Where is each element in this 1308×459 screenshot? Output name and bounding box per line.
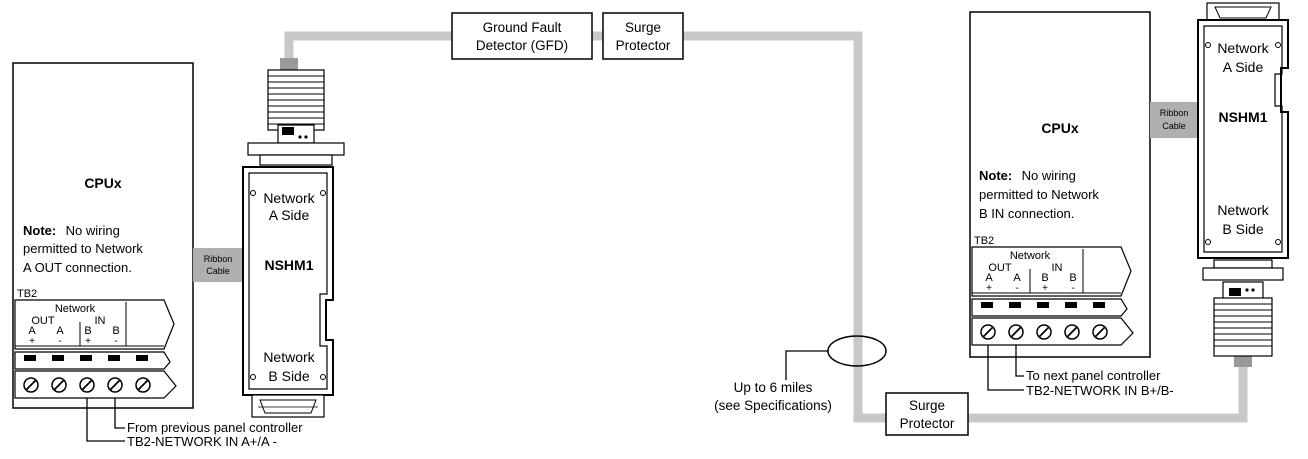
right-tb-b2: B	[1069, 272, 1076, 284]
left-terminal-block: Network OUT IN A A B B + - + -	[14, 299, 177, 399]
gfd-line2: Detector (GFD)	[476, 38, 568, 53]
right-ribbon-cable: Ribbon Cable	[1150, 102, 1198, 138]
left-note-bold: Note:	[23, 223, 56, 238]
right-nshm-title: NSHM1	[1218, 109, 1267, 125]
left-cpu-title: CPUx	[84, 175, 122, 191]
left-ribbon-cable: Ribbon Cable	[193, 248, 243, 282]
left-ribbon-line1: Ribbon	[204, 254, 233, 264]
right-note-line3: B IN connection.	[979, 206, 1074, 221]
left-tb-a2: A	[56, 325, 64, 337]
right-cpu-title: CPUx	[1041, 120, 1079, 136]
right-note-bold: Note:	[979, 168, 1012, 183]
right-nshm-module: Network A Side NSHM1 Network B Side	[1197, 2, 1289, 357]
left-tb-minus2: -	[114, 336, 117, 347]
right-ribbon-line1: Ribbon	[1160, 108, 1189, 118]
right-cpu-panel: CPUx Note: No wiring permitted to Networ…	[969, 11, 1174, 398]
surge-protector-top: Surge Protector	[602, 12, 684, 60]
left-note-line1: No wiring	[62, 223, 120, 238]
network-cable	[284, 31, 1248, 423]
surge-protector-bottom: Surge Protector	[885, 392, 969, 436]
right-tb-minus2: -	[1071, 283, 1074, 294]
right-ribbon-line2: Cable	[1162, 121, 1186, 131]
right-terminal-block: Network OUT IN A A B B + - + -	[971, 246, 1134, 346]
left-nshm-top-line2: A Side	[269, 207, 310, 223]
left-tb-out: OUT	[31, 315, 55, 327]
right-nshm-bottom-line2: B Side	[1222, 221, 1263, 237]
right-note-line2: permitted to Network	[979, 187, 1099, 202]
left-note-line2: permitted to Network	[23, 241, 143, 256]
surge-top-line2: Protector	[616, 38, 671, 53]
right-tb-plus2: +	[1042, 283, 1048, 294]
left-nshm-title: NSHM1	[264, 257, 313, 273]
ground-fault-detector: Ground Fault Detector (GFD)	[451, 12, 593, 60]
right-wire-label-2: TB2-NETWORK IN B+/B-	[1026, 383, 1174, 398]
left-wire-b	[114, 398, 125, 429]
left-wire-label-1: From previous panel controller	[127, 420, 303, 435]
right-tb-network: Network	[1010, 250, 1051, 262]
left-tb-minus1: -	[58, 336, 61, 347]
right-note-line1: No wiring	[1018, 168, 1076, 183]
left-nshm-top-line1: Network	[263, 190, 315, 206]
right-tb-plus1: +	[986, 283, 992, 294]
left-tb-plus2: +	[85, 336, 91, 347]
left-wire-a	[86, 398, 125, 442]
left-ribbon-line2: Cable	[206, 266, 230, 276]
right-wire-a	[987, 345, 1024, 391]
right-nshm-top-line2: A Side	[1223, 59, 1264, 75]
right-tb-label: TB2	[974, 235, 994, 247]
right-wire-b	[1015, 345, 1024, 377]
right-tb-minus1: -	[1015, 283, 1018, 294]
right-wire-label-1: To next panel controller	[1026, 368, 1161, 383]
distance-line2: (see Specifications)	[714, 398, 832, 413]
right-nshm-bottom-line1: Network	[1217, 202, 1269, 218]
left-tb-label: TB2	[17, 288, 37, 300]
surge-bottom-line2: Protector	[900, 416, 955, 431]
right-tb-out: OUT	[988, 262, 1012, 274]
distance-callout: Up to 6 miles (see Specifications)	[714, 335, 887, 413]
gfd-line1: Ground Fault	[483, 20, 562, 35]
left-tb-b2: B	[112, 325, 119, 337]
left-note-line3: A OUT connection.	[23, 260, 132, 275]
right-tb-a2: A	[1013, 272, 1021, 284]
distance-line1: Up to 6 miles	[734, 380, 813, 395]
left-nshm-module: Network A Side NSHM1 Network B Side	[242, 69, 345, 418]
surge-bottom-line1: Surge	[909, 398, 945, 413]
left-tb-plus1: +	[29, 336, 35, 347]
right-nshm-top-line1: Network	[1217, 40, 1269, 56]
right-tb-a1: A	[985, 272, 993, 284]
surge-top-line1: Surge	[625, 20, 661, 35]
left-wire-label-2: TB2-NETWORK IN A+/A -	[127, 434, 277, 449]
left-tb-b1: B	[84, 325, 91, 337]
cable-end-plug	[280, 58, 298, 72]
left-nshm-bottom-line1: Network	[263, 349, 315, 365]
right-tb-b1: B	[1041, 272, 1048, 284]
left-tb-in: IN	[95, 315, 106, 327]
left-cpu-panel: CPUx Note: No wiring permitted to Networ…	[12, 62, 303, 449]
left-tb-a1: A	[28, 325, 36, 337]
right-tb-in: IN	[1052, 262, 1063, 274]
left-tb-network: Network	[55, 303, 96, 315]
left-nshm-bottom-line2: B Side	[268, 368, 309, 384]
